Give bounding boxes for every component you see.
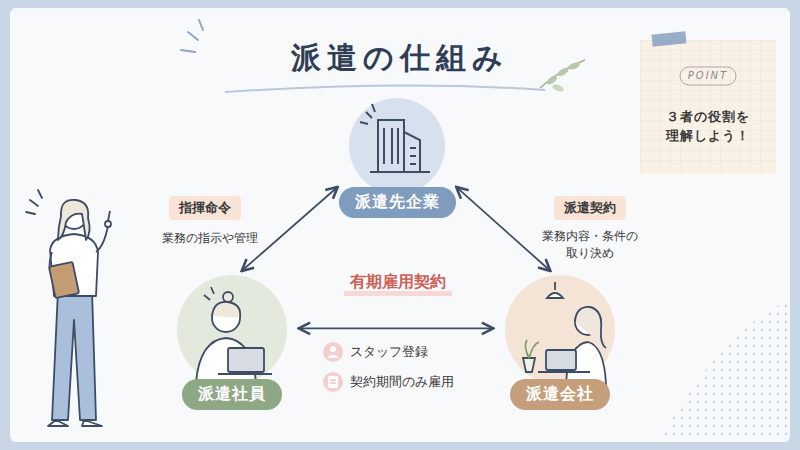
contract-note: 契約期間のみ雇用 xyxy=(350,373,454,392)
edge-label: 派遣契約 xyxy=(554,196,626,220)
staff-node: 派遣社員 xyxy=(170,274,294,410)
contract-note: スタッフ登録 xyxy=(350,343,428,362)
agency-node: 派遣会社 xyxy=(498,274,622,410)
connector-arrow xyxy=(300,327,492,329)
diagram-title: 派遣の仕組み xyxy=(291,38,509,79)
node-label: 派遣会社 xyxy=(510,379,610,410)
connector-arrow xyxy=(243,188,337,270)
edge-label: 指揮命令 xyxy=(169,196,241,220)
client-company-node: 派遣先企業 xyxy=(335,96,459,218)
connector-arrow xyxy=(457,188,549,270)
note-text: 業務の指示や管理 xyxy=(162,230,258,247)
point-badge: POINT xyxy=(688,69,728,84)
node-label: 派遣社員 xyxy=(182,379,282,410)
note-text: 業務内容・条件の 取り決め xyxy=(538,228,641,263)
point-text: ３者の役割を 理解しよう！ xyxy=(664,108,752,146)
edge-label: 有期雇用契約 xyxy=(344,272,452,296)
node-label: 派遣先企業 xyxy=(339,187,456,218)
